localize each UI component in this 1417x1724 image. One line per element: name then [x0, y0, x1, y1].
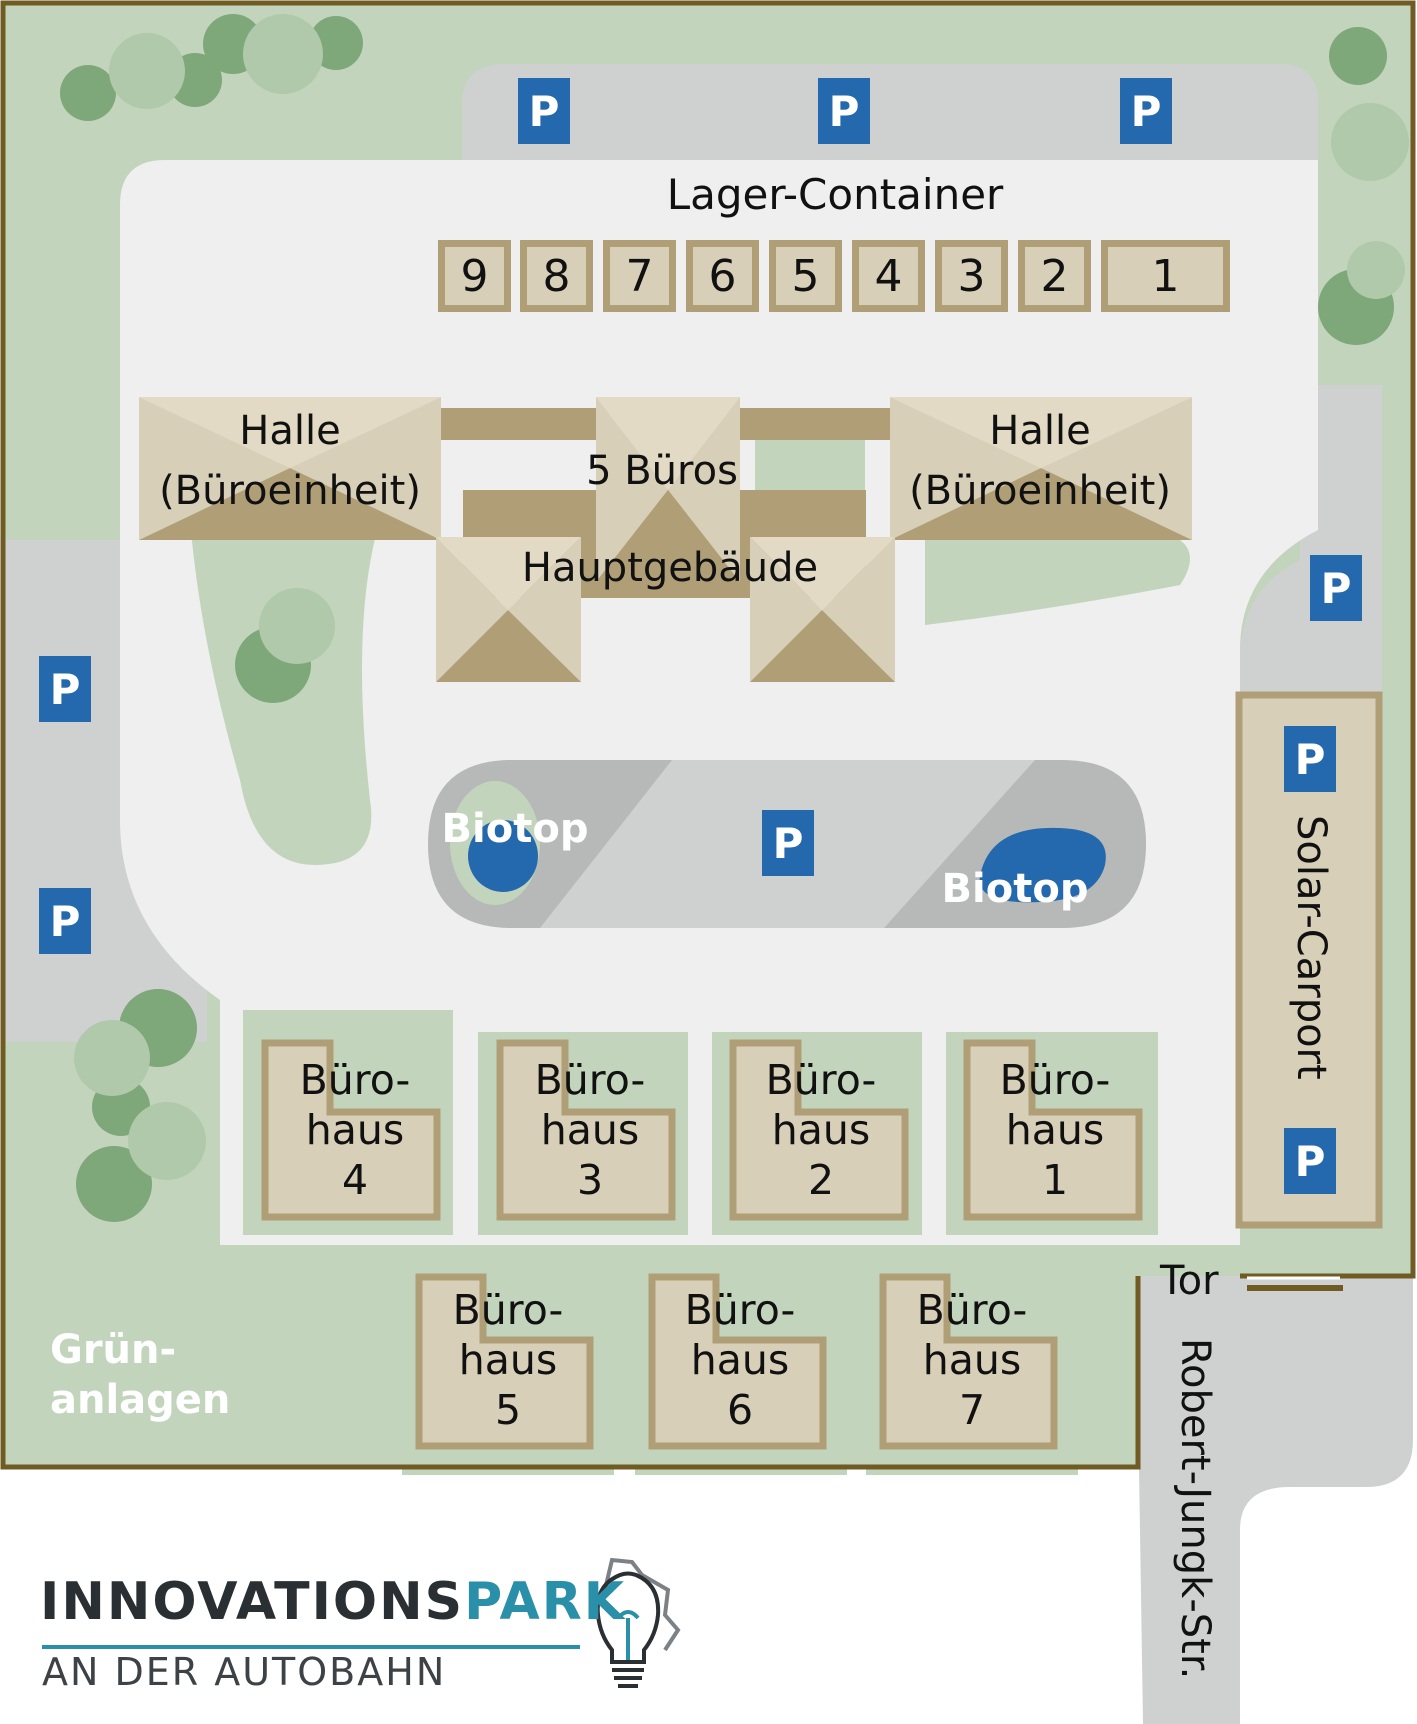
buerohaus-number: 6 — [726, 1386, 754, 1434]
buerohaus-line2: haus — [540, 1106, 640, 1154]
container-8: 8 — [520, 240, 593, 312]
fuenf-bueros-label: 5 Büros — [586, 448, 738, 494]
buerohaus-4-label: Büro- haus 4 — [275, 1055, 435, 1205]
buerohaus-number: 5 — [494, 1386, 522, 1434]
buerohaus-number: 3 — [576, 1156, 604, 1204]
green-area-label: Grün- anlagen — [50, 1325, 230, 1425]
buerohaus-line2: haus — [305, 1106, 405, 1154]
buerohaus-line2: haus — [1005, 1106, 1105, 1154]
container-1: 1 — [1101, 240, 1230, 312]
buerohaus-line2: haus — [458, 1336, 558, 1384]
buerohaus-6-label: Büro- haus 6 — [660, 1285, 820, 1435]
biotop-left-label: Biotop — [441, 806, 589, 852]
solar-carport-label: Solar-Carport — [1288, 815, 1334, 1080]
green-right-inner — [925, 540, 1190, 625]
parking-sign-right: P — [1310, 555, 1362, 621]
container-3: 3 — [935, 240, 1008, 312]
buerohaus-number: 7 — [958, 1386, 986, 1434]
main-building-complex — [139, 397, 1192, 682]
container-5: 5 — [769, 240, 842, 312]
buerohaus-7-label: Büro- haus 7 — [892, 1285, 1052, 1435]
office-buildings — [261, 1039, 1143, 1450]
lightbulb-gear-icon — [595, 1557, 681, 1688]
gate-label: Tor — [1160, 1258, 1219, 1304]
street-label: Robert-Jungk-Str. — [1172, 1338, 1218, 1680]
logo-name-part1: INNOVATIONS — [40, 1572, 465, 1632]
buerohaus-line1: Büro- — [452, 1286, 564, 1334]
logo-divider — [42, 1645, 580, 1649]
containers-title: Lager-Container — [666, 170, 1004, 219]
halle-left-sublabel: (Büroeinheit) — [159, 468, 421, 514]
buerohaus-line1: Büro- — [916, 1286, 1028, 1334]
buerohaus-5-label: Büro- haus 5 — [428, 1285, 588, 1435]
buerohaus-line1: Büro- — [999, 1056, 1111, 1104]
parking-sign-top-2: P — [818, 78, 870, 144]
buerohaus-3-label: Büro- haus 3 — [510, 1055, 670, 1205]
parking-sign-top-1: P — [518, 78, 570, 144]
buerohaus-2-label: Büro- haus 2 — [741, 1055, 901, 1205]
green-area-line1: Grün- — [50, 1327, 177, 1373]
logo-name-part2: PARK — [464, 1572, 627, 1632]
halle-right-sublabel: (Büroeinheit) — [909, 468, 1171, 514]
biotop-right-label: Biotop — [941, 866, 1089, 912]
buerohaus-number: 4 — [341, 1156, 369, 1204]
hauptgebaeude-label: Hauptgebäude — [521, 545, 819, 591]
buerohaus-number: 2 — [807, 1156, 835, 1204]
buerohaus-number: 1 — [1041, 1156, 1069, 1204]
buerohaus-line2: haus — [690, 1336, 790, 1384]
parking-sign-center: P — [762, 810, 814, 876]
buerohaus-line1: Büro- — [534, 1056, 646, 1104]
container-9: 9 — [438, 240, 511, 312]
parking-sign-carport-1: P — [1284, 726, 1336, 792]
parking-sign-carport-2: P — [1284, 1128, 1336, 1194]
buerohaus-line2: haus — [771, 1106, 871, 1154]
container-2: 2 — [1018, 240, 1091, 312]
parking-sign-top-3: P — [1120, 78, 1172, 144]
parking-sign-left-1: P — [39, 656, 91, 722]
site-boundary — [0, 0, 1416, 1470]
container-4: 4 — [852, 240, 925, 312]
street-road — [1136, 1276, 1413, 1724]
halle-left-label: Halle — [239, 408, 341, 454]
container-7: 7 — [603, 240, 676, 312]
trees-light — [74, 14, 1409, 1180]
logo-subtitle: AN DER AUTOBAHN — [42, 1650, 447, 1694]
biotop-left-water — [468, 820, 538, 892]
buerohaus-line1: Büro- — [684, 1286, 796, 1334]
container-6: 6 — [686, 240, 759, 312]
green-area-line2: anlagen — [50, 1377, 231, 1423]
buerohaus-line1: Büro- — [765, 1056, 877, 1104]
buerohaus-1-label: Büro- haus 1 — [975, 1055, 1135, 1205]
parking-sign-left-2: P — [39, 888, 91, 954]
biotop-right-water — [979, 827, 1106, 903]
buerohaus-line2: haus — [922, 1336, 1022, 1384]
buerohaus-line1: Büro- — [299, 1056, 411, 1104]
logo-wordmark: INNOVATIONSPARK — [40, 1572, 626, 1632]
halle-right-label: Halle — [989, 408, 1091, 454]
top-parking-road — [462, 64, 1318, 185]
